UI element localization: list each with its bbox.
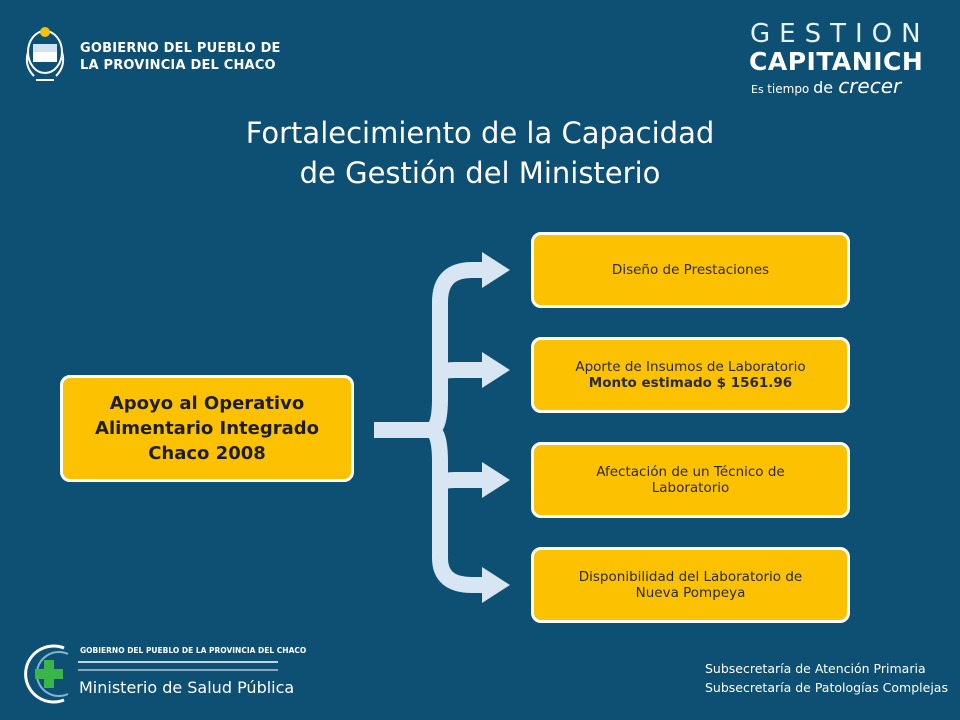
item-node-4: Disponibilidad del Laboratorio de Nueva … — [531, 547, 850, 623]
gov-logo-line2: LA PROVINCIA DEL CHACO — [80, 58, 276, 73]
item-node-3: Afectación de un Técnico de Laboratorio — [531, 442, 850, 518]
title-line1: Fortalecimiento de la Capacidad — [245, 116, 715, 150]
brace-connector — [374, 252, 510, 603]
slogan-part: crecer — [838, 74, 902, 98]
gov-logo-line1: GOBIERNO DEL PUEBLO DE — [80, 41, 281, 56]
item-node-4-line2: Nueva Pompeya — [635, 585, 746, 601]
coat-of-arms-icon — [25, 27, 65, 81]
main-node-line2: Alimentario Integrado — [95, 418, 319, 439]
campaign-capitanich: CAPITANICH — [749, 47, 924, 76]
main-node-line1: Apoyo al Operativo — [109, 393, 305, 414]
subsecretaria-1: Subsecretaría de Atención Primaria — [705, 661, 926, 676]
item-node-1-line1: Diseño de Prestaciones — [611, 262, 770, 278]
item-node-2-line2: Monto estimado $ 1561.96 — [588, 375, 793, 391]
government-logo: GOBIERNO DEL PUEBLO DE LA PROVINCIA DEL … — [14, 16, 314, 96]
item-node-3-line2: Laboratorio — [651, 480, 730, 496]
main-node: Apoyo al Operativo Alimentario Integrado… — [60, 375, 354, 482]
campaign-slogan: Es tiempo de crecer — [751, 76, 901, 100]
title-line2: de Gestión del Ministerio — [299, 156, 661, 190]
main-node-line3: Chaco 2008 — [148, 443, 266, 464]
item-node-1: Diseño de Prestaciones — [531, 232, 850, 308]
ministry-name: Ministerio de Salud Pública — [79, 678, 295, 697]
subsecretaria-2: Subsecretaría de Patologías Complejas — [705, 680, 948, 695]
health-cross-icon — [35, 660, 63, 688]
ministry-logo — [24, 644, 278, 704]
ministry-gov-text: GOBIERNO DEL PUEBLO DE LA PROVINCIA DEL … — [80, 646, 307, 655]
item-node-2: Aporte de Insumos de Laboratorio Monto e… — [531, 337, 850, 413]
campaign-gestion: GESTION — [750, 19, 930, 49]
item-node-4-line1: Disponibilidad del Laboratorio de — [578, 569, 803, 585]
item-node-3-line1: Afectación de un Técnico de — [596, 464, 785, 480]
slogan-part: po — [794, 82, 814, 96]
item-node-2-line1: Aporte de Insumos de Laboratorio — [575, 359, 806, 375]
slogan-part: de — [813, 78, 839, 97]
slogan-part: Es — [751, 83, 768, 96]
slogan-part: tiem — [767, 82, 795, 96]
slide-title: Fortalecimiento de la Capacidad de Gesti… — [0, 113, 960, 193]
